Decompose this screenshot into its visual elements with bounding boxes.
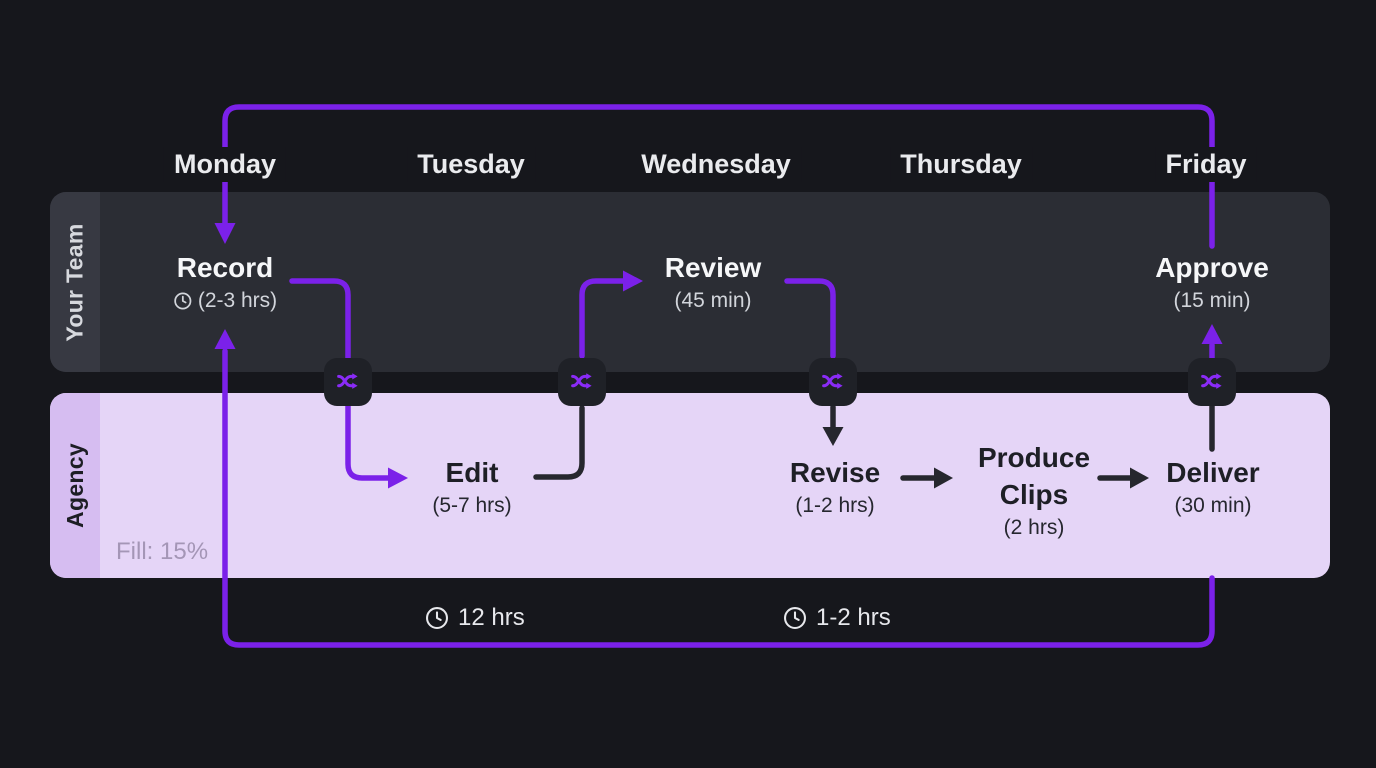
node-edit-title: Edit [445, 457, 499, 488]
node-deliver-title: Deliver [1166, 457, 1260, 488]
handoff-time-2-label: 1-2 hrs [816, 604, 891, 631]
lane-agency-label: Agency [61, 443, 88, 528]
node-record: Record (2-3 hrs) [173, 250, 277, 313]
node-record-duration: (2-3 hrs) [197, 288, 278, 312]
node-edit: Edit (5-7 hrs) [432, 455, 511, 518]
day-label-tuesday: Tuesday [407, 147, 535, 182]
day-label-thursday: Thursday [890, 147, 1032, 182]
node-edit-duration: (5-7 hrs) [432, 493, 512, 517]
node-revise-title: Revise [789, 457, 881, 488]
handoff-time-1: 12 hrs [424, 604, 525, 632]
clock-icon [784, 607, 806, 629]
node-review-title: Review [664, 252, 762, 283]
day-label-friday: Friday [1155, 147, 1257, 182]
node-revise-duration: (1-2 hrs) [795, 493, 875, 517]
handoff-time-1-label: 12 hrs [458, 604, 525, 631]
lane-your-team-label: Your Team [61, 222, 88, 342]
node-deliver-duration: (30 min) [1174, 493, 1252, 517]
clock-icon [426, 607, 448, 629]
node-produce-clips-duration: (2 hrs) [1003, 515, 1065, 539]
node-review: Review (45 min) [665, 250, 762, 313]
node-revise: Revise (1-2 hrs) [790, 455, 880, 518]
node-produce-clips-title: Produce Clips [977, 442, 1091, 510]
node-approve-duration: (15 min) [1173, 288, 1251, 312]
day-label-wednesday: Wednesday [631, 147, 801, 182]
node-approve-title: Approve [1155, 252, 1269, 283]
node-deliver: Deliver (30 min) [1166, 455, 1259, 518]
node-approve: Approve (15 min) [1155, 250, 1269, 313]
node-record-title: Record [176, 252, 274, 283]
lane-agency-band: Agency [50, 393, 100, 578]
clock-icon [174, 292, 192, 310]
lane-agency: Agency Fill: 15% [50, 393, 1330, 578]
day-label-monday: Monday [163, 147, 287, 182]
fill-percentage-note: Fill: 15% [116, 538, 209, 565]
lane-your-team-band: Your Team [50, 192, 100, 372]
node-produce-clips: Produce Clips (2 hrs) [954, 440, 1114, 540]
handoff-time-2: 1-2 hrs [782, 604, 891, 632]
node-review-duration: (45 min) [674, 288, 752, 312]
